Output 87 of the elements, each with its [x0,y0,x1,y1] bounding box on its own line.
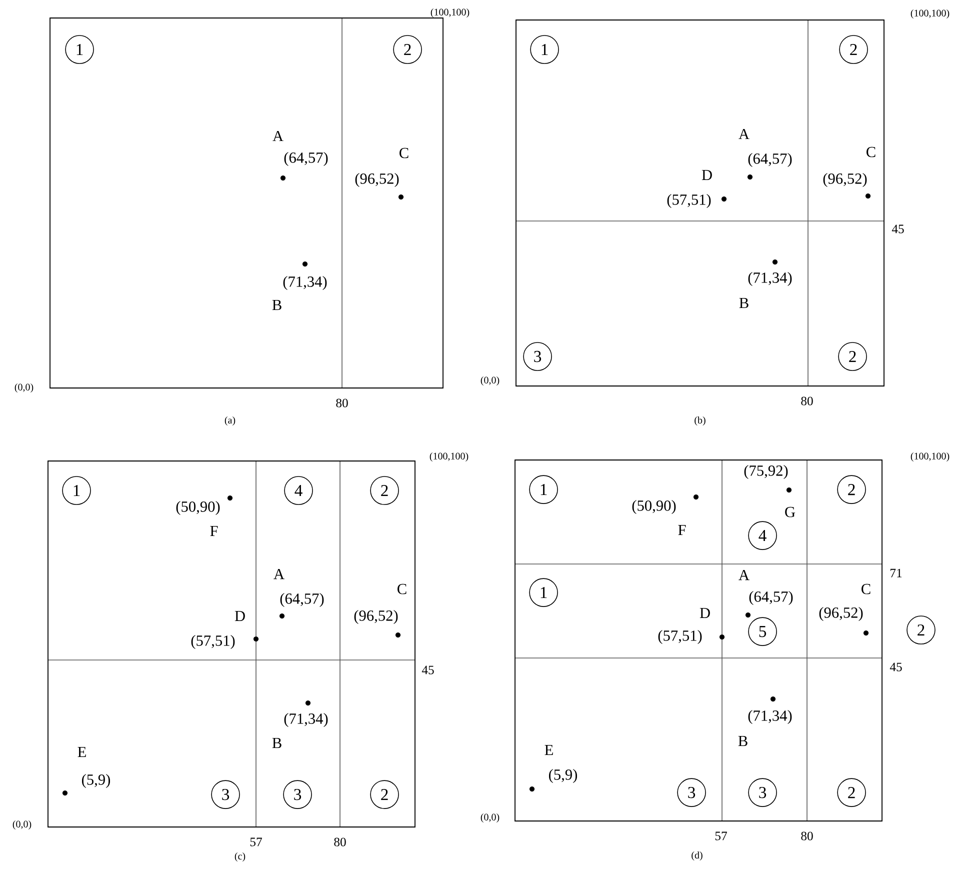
point-name: C [400,148,408,158]
point-name: A [738,570,750,580]
point-name: G [785,506,796,518]
coordinate-label: (5,9) [82,774,110,788]
region-number: 1 [529,578,558,607]
panel-caption: (d) [692,851,702,861]
point-name: E [544,745,553,756]
region-number: 2 [837,475,866,504]
split-value: 45 [422,666,434,674]
point-name: C [398,584,406,594]
point-name: F [678,525,686,536]
region-number: 4 [284,476,313,505]
split-value: 80 [334,838,346,846]
region-number: 2 [906,616,936,644]
coordinate-label: (71,34) [748,710,792,724]
partition-frame [48,460,416,828]
coordinate-label: (57,51) [667,194,711,208]
coordinate-label: (71,34) [284,713,328,727]
corner-label: (100,100) [910,9,950,19]
coordinate-label: (96,52) [823,173,867,187]
region-number: 1 [62,476,91,505]
split-value: 80 [801,396,813,406]
region-number: 2 [370,476,399,505]
coordinate-label: (96,52) [819,607,863,621]
region-number: 1 [65,35,94,64]
coordinate-label: (96,52) [355,173,399,187]
region-number: 1 [529,475,558,504]
coordinate-label: (75,92) [744,465,788,479]
point-name: B [272,738,282,748]
split-value: 57 [250,838,262,846]
corner-label: (0,0) [14,383,34,393]
region-number: 2 [839,35,868,64]
coordinate-label: (50,90) [632,500,676,514]
partition-frame [514,460,882,822]
region-number: 4 [748,521,777,550]
partition-frame [50,18,444,388]
corner-label: (0,0) [480,376,500,386]
corner-label: (100,100) [430,452,468,462]
region-number: 3 [211,780,240,809]
partition-frame [516,20,884,386]
region-number: 2 [393,35,422,64]
region-number: 1 [530,35,559,64]
region-number: 2 [837,778,866,807]
region-number: 3 [523,342,552,371]
coordinate-label: (64,57) [749,591,793,605]
coordinate-label: (5,9) [549,769,578,783]
point-name: F [210,526,218,536]
point-name: A [274,568,284,580]
region-number: 5 [748,617,777,646]
point-name: D [702,170,712,180]
coordinate-label: (71,34) [748,272,792,286]
point-name: C [866,146,876,158]
corner-label: (0,0) [480,813,500,823]
region-number: 3 [748,778,777,807]
split-value: 45 [890,662,902,672]
region-number: 2 [370,780,399,809]
point-name: B [738,736,748,746]
coordinate-label: (57,51) [191,635,235,649]
region-number: 3 [677,778,706,807]
region-number: 2 [838,342,867,371]
coordinate-label: (96,52) [354,610,398,624]
point-name: B [272,300,282,310]
point-name: B [739,298,748,308]
split-value: 71 [890,568,902,578]
corner-label: (100,100) [910,452,950,462]
point-name: D [234,610,245,622]
point-name: A [272,130,284,142]
point-name: A [738,128,750,140]
panel-caption: (a) [224,416,236,426]
panel-caption: (b) [694,416,706,426]
split-value: 45 [892,224,904,234]
split-value: 80 [336,398,348,408]
corner-label: (100,100) [430,8,470,18]
panel-caption: (c) [234,852,246,862]
split-value: 57 [715,832,727,840]
coordinate-label: (64,57) [284,152,328,166]
point-name: D [700,608,710,618]
coordinate-label: (64,57) [748,153,792,167]
point-name: E [78,747,86,758]
coordinate-label: (57,51) [658,630,702,644]
corner-label: (0,0) [12,820,32,830]
coordinate-label: (64,57) [280,593,324,607]
point-name: C [862,584,870,594]
split-value: 80 [801,832,813,840]
coordinate-label: (50,90) [176,501,220,515]
region-number: 3 [283,780,312,809]
coordinate-label: (71,34) [283,276,327,290]
